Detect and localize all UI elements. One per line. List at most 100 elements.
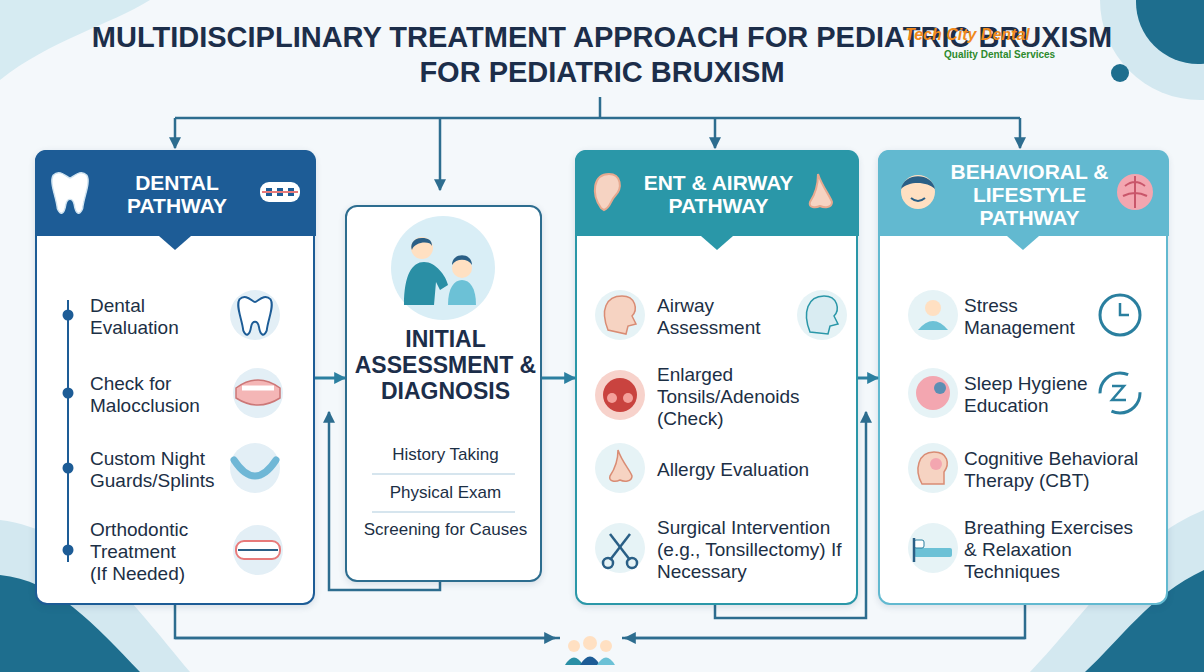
dental-icons — [233, 525, 283, 575]
pathway-heading: ENT & AIRWAY PATHWAY — [631, 171, 806, 217]
behavior-icons — [1112, 386, 1126, 400]
ent-icons — [610, 450, 632, 481]
return-lines — [175, 637, 555, 640]
team-icon — [565, 658, 583, 666]
ent-icons — [603, 558, 613, 568]
dental-icons — [230, 443, 280, 493]
step-text: Cognitive Behavioral Therapy (CBT) — [964, 448, 1156, 492]
assessment-illustration — [411, 238, 432, 250]
pathway-heading: DENTAL PATHWAY — [117, 171, 237, 217]
header-icons — [277, 188, 283, 196]
team-icon — [568, 626, 612, 670]
ent-icons — [603, 534, 637, 568]
dental-icons — [236, 380, 280, 405]
header-icons — [911, 198, 925, 201]
step-text: Stress Management — [964, 295, 1089, 339]
flow-arrow — [542, 377, 575, 380]
dental-icons — [238, 549, 278, 551]
dental-icons — [242, 386, 274, 391]
step-text: History Taking — [357, 445, 534, 465]
branch-lines — [599, 97, 602, 118]
header-icons — [260, 182, 300, 202]
branch-lines — [174, 118, 177, 148]
ent-icons — [595, 370, 645, 420]
behavior-icons — [916, 376, 950, 410]
step-text: Airway Assessment — [657, 295, 782, 339]
behavior-icons — [908, 523, 958, 573]
team-icon — [597, 658, 615, 666]
team-icon — [580, 657, 600, 666]
assessment-dividers — [372, 473, 515, 475]
ent-icons — [610, 534, 630, 560]
assessment-illustration — [391, 216, 495, 320]
behavior-icons — [914, 548, 952, 557]
ent-icons — [603, 378, 637, 412]
team-icon — [565, 626, 615, 670]
return-lines — [175, 605, 560, 638]
team-icon — [600, 640, 612, 652]
header-icons — [901, 176, 935, 189]
flow-arrow — [858, 377, 878, 380]
ent-icons — [595, 523, 645, 573]
ent-icons — [627, 558, 637, 568]
pathway-card: BEHAVIORAL & LIFESTYLE PATHWAYStress Man… — [878, 150, 1168, 605]
step-text: Check for Malocclusion — [90, 373, 230, 417]
behavior-icons — [934, 382, 946, 394]
assessment-illustration — [391, 216, 495, 320]
ent-icons — [806, 296, 838, 334]
behavior-icons — [1100, 295, 1140, 335]
branch-lines — [714, 118, 717, 148]
corner-blobs — [1100, 0, 1204, 100]
bullet-track — [63, 310, 74, 321]
step-text: Surgical Intervention (e.g., Tonsillecto… — [657, 517, 845, 583]
bullet-track — [63, 300, 74, 562]
behavior-icons — [925, 300, 941, 316]
header-icons — [1117, 174, 1153, 210]
bullet-track — [63, 388, 74, 399]
header-icons — [595, 174, 620, 210]
header-icons — [810, 174, 832, 207]
header-icons — [595, 174, 620, 210]
assessment-illustration — [452, 255, 472, 265]
step-text: Custom Night Guards/Splints — [90, 448, 230, 492]
step-text: Allergy Evaluation — [657, 459, 847, 481]
corner-blobs — [1111, 64, 1129, 82]
bullet-track — [63, 463, 74, 474]
ent-icons — [595, 290, 645, 340]
assessment-illustration — [411, 237, 433, 259]
header-icons — [260, 182, 300, 202]
dental-icons — [230, 290, 283, 575]
ent-icons — [610, 534, 630, 560]
header-icons — [901, 175, 935, 209]
step-text: Screening for Causes — [357, 520, 534, 540]
dental-icons — [233, 368, 283, 418]
ent-icons — [604, 296, 636, 334]
dental-icons — [230, 290, 280, 340]
branch-lines — [175, 117, 1020, 120]
corner-blobs — [1136, 0, 1204, 64]
dental-icons — [238, 297, 272, 335]
branch-lines — [439, 118, 442, 190]
behavior-icons — [908, 443, 958, 493]
behavior-icons — [1120, 303, 1129, 315]
ent-icons — [595, 443, 645, 493]
ent-icons — [607, 393, 617, 403]
behavior-icons — [918, 452, 947, 484]
step-text: Orthodontic Treatment (If Needed) — [90, 519, 194, 585]
branch-lines — [1019, 118, 1022, 148]
watermark-text: Quality Dental Services — [944, 49, 1055, 60]
team-icon — [568, 640, 580, 652]
box-heading: INITIAL ASSESSMENT & DIAGNOSIS — [353, 326, 538, 404]
ent-icons — [797, 290, 847, 340]
watermark-text: Tech City Dental — [905, 26, 1030, 44]
behavior-icons — [913, 538, 916, 562]
step-text: Sleep Hygiene Education — [964, 373, 1099, 417]
header-icons — [262, 191, 298, 193]
behavior-icons — [908, 368, 958, 418]
behavior-icons — [914, 540, 924, 548]
header-icons — [1123, 176, 1147, 208]
header-icons — [901, 175, 935, 209]
dental-icons — [236, 541, 280, 559]
assessment-dividers — [372, 511, 515, 513]
